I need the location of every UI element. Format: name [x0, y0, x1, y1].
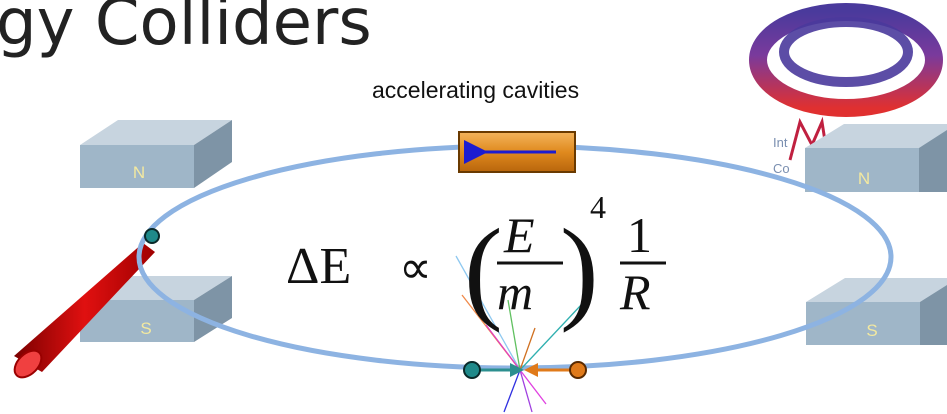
formula-proportional: ∝: [399, 242, 432, 293]
collision-debris: [455, 255, 583, 413]
particle-teal: [463, 361, 481, 379]
magnet-south-left-label: S: [140, 319, 151, 338]
formula-exponent: 4: [590, 189, 606, 225]
cavity-label: accelerating cavities: [372, 77, 580, 103]
formula-lhs: ΔE: [286, 238, 351, 295]
formula-denominator: m: [497, 264, 533, 320]
slide-title: gy Colliders: [0, 0, 372, 60]
formula-radius: R: [619, 264, 651, 320]
formula-numerator: E: [503, 207, 535, 263]
colliding-beams: [463, 361, 587, 379]
beam-cone: [13, 243, 155, 379]
logo-text-line1: Int: [773, 135, 788, 150]
magnet-north-right-label: N: [858, 169, 870, 188]
logo-text: Int Co: [773, 130, 790, 182]
particle-left: [144, 228, 160, 244]
magnet-north-left: N: [80, 120, 232, 188]
particle-orange: [569, 361, 587, 379]
formula-left-paren: (: [464, 206, 503, 334]
formula-one: 1: [627, 207, 652, 263]
energy-loss-formula: ΔE ∝ ( E m ) 4 1 R: [286, 189, 666, 334]
formula-right-paren: ): [560, 206, 599, 334]
magnet-north-left-label: N: [133, 163, 145, 182]
logo-text-line2: Co: [773, 161, 790, 176]
accelerating-cavity: [458, 131, 576, 173]
magnet-south-right-label: S: [866, 321, 877, 340]
magnet-north-right: N: [805, 124, 947, 192]
